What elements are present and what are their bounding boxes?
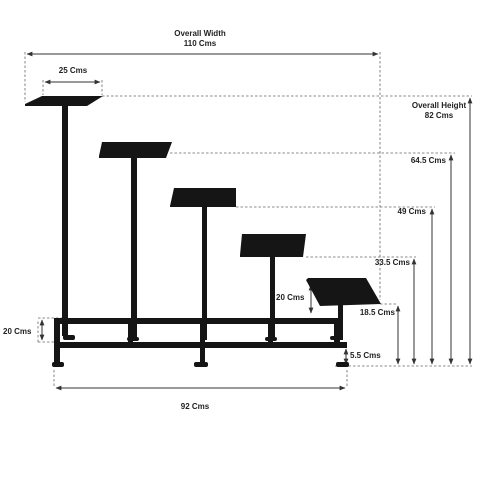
overall-width-title: Overall Width [174, 29, 226, 38]
tier-4-pole [270, 255, 275, 340]
frame-top-rail [56, 318, 342, 324]
dimension-arrows [26, 51, 473, 391]
top-width-label: 25 Cms [59, 66, 88, 75]
overall-width-value: 110 Cms [184, 39, 217, 48]
base-width-label: 92 Cms [181, 402, 210, 411]
guide-lines [24, 52, 472, 386]
side-height-label: 20 Cms [3, 327, 32, 336]
foot-height-label: 5.5 Cms [350, 351, 381, 360]
frame-left-post [54, 318, 60, 366]
plant-stand [25, 96, 381, 367]
shelf-tier-1 [25, 96, 103, 106]
shelf-tier-3 [170, 188, 236, 207]
frame-right-post [334, 318, 340, 348]
tier-height-33-5: 33.5 Cms [375, 258, 411, 267]
overall-height-value: 82 Cms [425, 111, 454, 120]
shelf-tier-4 [240, 234, 306, 257]
shelf-tier-2 [99, 142, 172, 158]
labels: Overall Width 110 Cms 25 Cms Overall Hei… [3, 29, 466, 411]
tier-height-18-5: 18.5 Cms [360, 308, 396, 317]
shelf-tier-5 [306, 278, 381, 306]
foot [336, 362, 349, 367]
tier-height-64-5: 64.5 Cms [411, 156, 447, 165]
lowest-shelf-offset-label: 20 Cms [276, 293, 305, 302]
foot [194, 362, 208, 367]
foot [63, 335, 75, 340]
tier-5-pole [338, 305, 343, 340]
overall-height-title: Overall Height [412, 101, 467, 110]
cross-member [128, 318, 133, 348]
tier-1-pole [62, 104, 68, 336]
tier-2-pole [131, 158, 137, 338]
tier-3-pole [202, 206, 207, 340]
tier-height-49: 49 Cms [398, 207, 427, 216]
foot [52, 362, 64, 367]
